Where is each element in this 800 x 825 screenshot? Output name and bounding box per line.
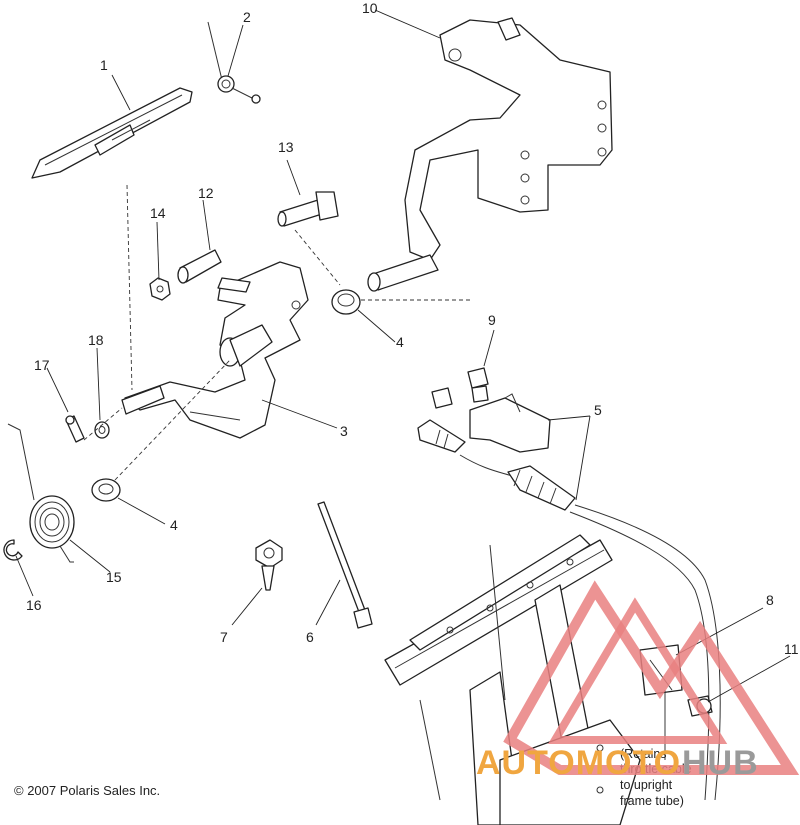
part-10-coil-spring <box>7 423 75 563</box>
part-12-clevis-pin <box>65 415 85 443</box>
callout-8: 13 <box>278 139 294 155</box>
part-5-bolt <box>467 367 489 403</box>
callout-7: 12 <box>198 185 214 201</box>
callout-9: 14 <box>150 205 166 221</box>
callout-5: 9 <box>488 312 496 328</box>
callout-4b: 4 <box>170 517 178 533</box>
part-7-sleeve <box>177 249 222 284</box>
callout-numbers: 1 2 10 13 12 14 4 18 17 3 4 15 16 9 5 7 … <box>26 0 799 657</box>
leader-lines <box>15 9 791 760</box>
callout-1: 1 <box>100 57 108 73</box>
part-6-bracket <box>367 17 613 292</box>
part-13-washer <box>94 421 110 439</box>
callout-12: 17 <box>34 357 50 373</box>
watermark-logo: AUTOMOTO HUB <box>476 580 800 782</box>
part-4-bushing-upper <box>331 289 361 315</box>
part-4-bushing-lower <box>91 478 121 502</box>
assembly-lines <box>83 184 470 481</box>
callout-16: 7 <box>220 629 228 645</box>
callout-2: 2 <box>243 9 251 25</box>
part-9-nut <box>149 277 171 301</box>
callout-3: 3 <box>340 423 348 439</box>
callout-17: 8 <box>766 592 774 608</box>
callout-11: 16 <box>26 597 42 613</box>
callout-6: 10 <box>362 0 378 16</box>
callout-14: 5 <box>594 402 602 418</box>
callout-15: 6 <box>306 629 314 645</box>
copyright-text: © 2007 Polaris Sales Inc. <box>14 783 160 798</box>
part-2-spring <box>207 21 261 104</box>
part-16-push-clip <box>255 539 283 591</box>
part-8-bolt <box>277 191 339 227</box>
note-line-4: frame tube) <box>620 794 684 808</box>
note-line-1: (Retains <box>620 747 667 761</box>
part-1-pedal-pad <box>31 87 193 179</box>
part-15-cable-tie <box>317 501 373 629</box>
callout-10: 15 <box>106 569 122 585</box>
part-3-pedal-arm <box>121 261 309 439</box>
callout-4a: 4 <box>396 334 404 350</box>
note-line-3: to upright <box>620 778 673 792</box>
part-11-e-clip <box>3 539 23 561</box>
callout-13: 18 <box>88 332 104 348</box>
watermark-text-grey: HUB <box>682 744 759 782</box>
callout-18: 11 <box>784 641 799 657</box>
watermark-text-orange: AUTOMOTO <box>476 744 681 782</box>
